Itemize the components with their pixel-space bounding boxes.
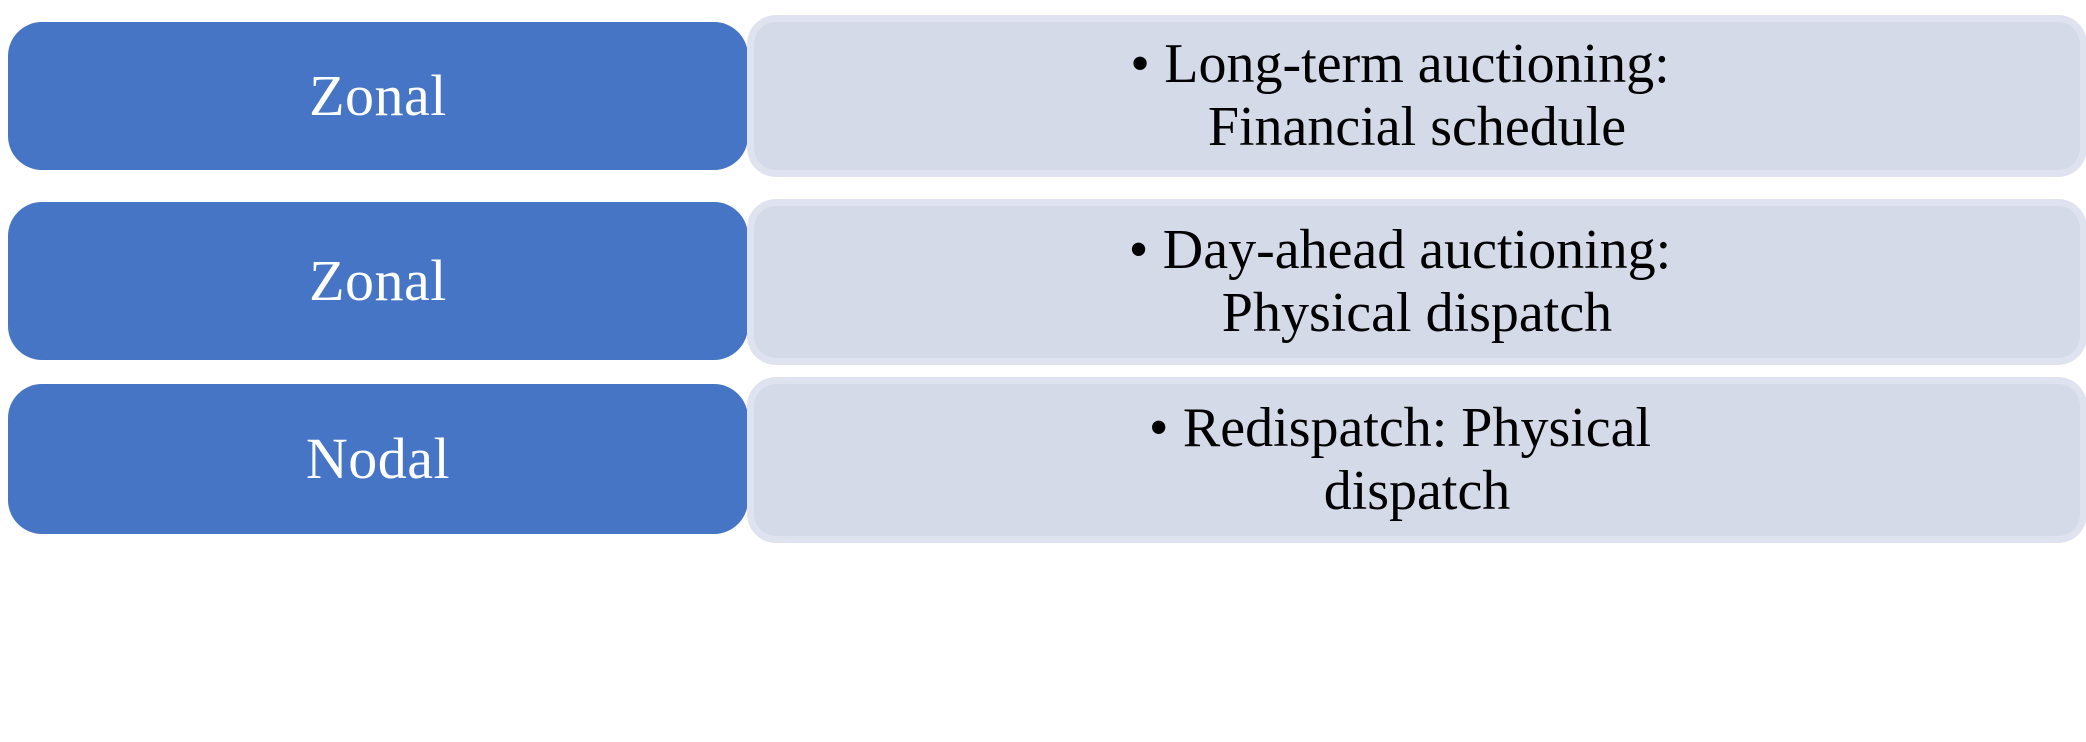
bullet-icon: •	[1130, 33, 1150, 96]
bullet-content-2: • Day-ahead auctioning: Physical dispatc…	[1129, 219, 1701, 344]
bullet-panel-3[interactable]: • Redispatch: Physical dispatch	[754, 384, 2080, 536]
bullet-line-primary-3: Redispatch: Physical	[1182, 397, 1652, 460]
bullet-panel-1[interactable]: • Long-term auctioning: Financial schedu…	[754, 22, 2080, 170]
diagram-row: Zonal • Long-term auctioning: Financial …	[0, 0, 2086, 188]
bullet-line-primary-1: Long-term auctioning:	[1164, 33, 1670, 96]
bullet-line-secondary-2: Physical dispatch	[1221, 282, 1613, 344]
bullet-line-secondary-3: dispatch	[1323, 460, 1511, 522]
market-zone-label-box-3[interactable]: Nodal	[8, 384, 748, 534]
market-zone-label-box-1[interactable]: Zonal	[8, 22, 748, 170]
bullet-line-primary-2: Day-ahead auctioning:	[1162, 219, 1672, 282]
bullet-content-1: • Long-term auctioning: Financial schedu…	[1130, 33, 1699, 158]
bullet-panel-2[interactable]: • Day-ahead auctioning: Physical dispatc…	[754, 206, 2080, 358]
market-zone-label-3: Nodal	[305, 425, 451, 491]
bullet-icon: •	[1148, 397, 1169, 460]
diagram-row: Nodal • Redispatch: Physical dispatch	[0, 376, 2086, 564]
bullet-icon: •	[1128, 219, 1149, 282]
market-zone-label-2: Zonal	[309, 247, 447, 313]
market-zone-label-1: Zonal	[309, 62, 447, 128]
diagram-row: Zonal • Day-ahead auctioning: Physical d…	[0, 188, 2086, 376]
bullet-line-secondary-1: Financial schedule	[1207, 96, 1627, 158]
bullet-content-3: • Redispatch: Physical dispatch	[1149, 397, 1681, 522]
market-zone-label-box-2[interactable]: Zonal	[8, 202, 748, 360]
